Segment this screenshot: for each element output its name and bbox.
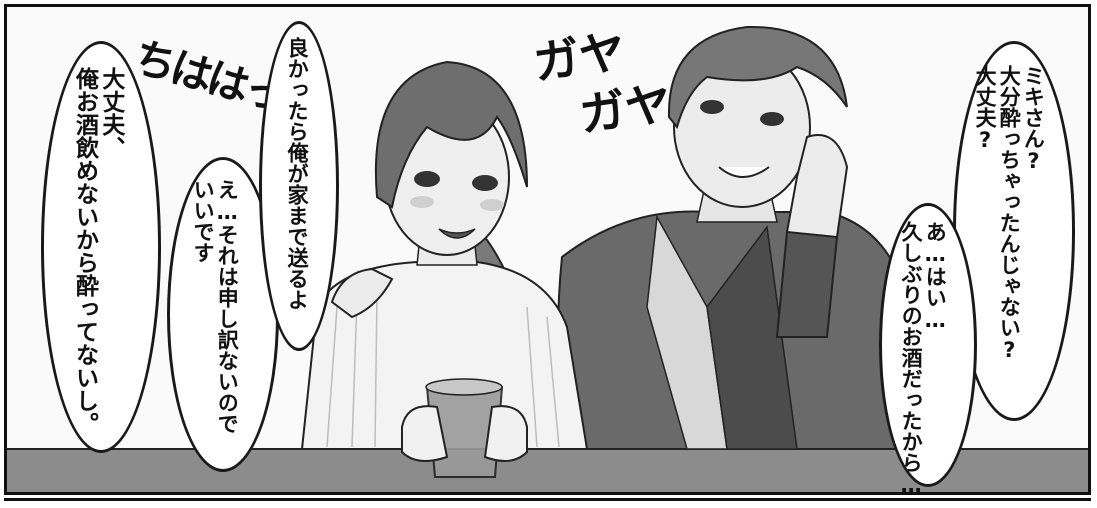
comic-panel: ちははっ ガヤ ガヤ 大丈夫、 俺お酒飲めないから酔ってないし。 え…それは申し… [4, 4, 1091, 495]
speech-text-2: え…それは申し訳ないので いいです [191, 179, 240, 434]
speech-text-1: 大丈夫、 俺お酒飲めないから酔ってないし。 [71, 67, 124, 435]
speech-text-3: 良かったら俺が家まで送るよ [285, 37, 310, 310]
panel-divider [4, 498, 1091, 501]
speech-bubble-5 [879, 203, 977, 487]
panel-illustration [7, 25, 1088, 492]
man-figure [557, 25, 914, 450]
speech-bubble-3 [259, 21, 339, 351]
speech-text-4: ミキさん? 大分酔っちゃったんじゃない? 大丈夫? [973, 65, 1046, 362]
speech-text-5: あ…はい… 久しぶりのお酒だったから… [899, 221, 948, 495]
speech-bubble-1 [41, 41, 161, 453]
woman-figure [300, 60, 589, 478]
sfx-chatter-2: ガヤ [576, 75, 675, 143]
